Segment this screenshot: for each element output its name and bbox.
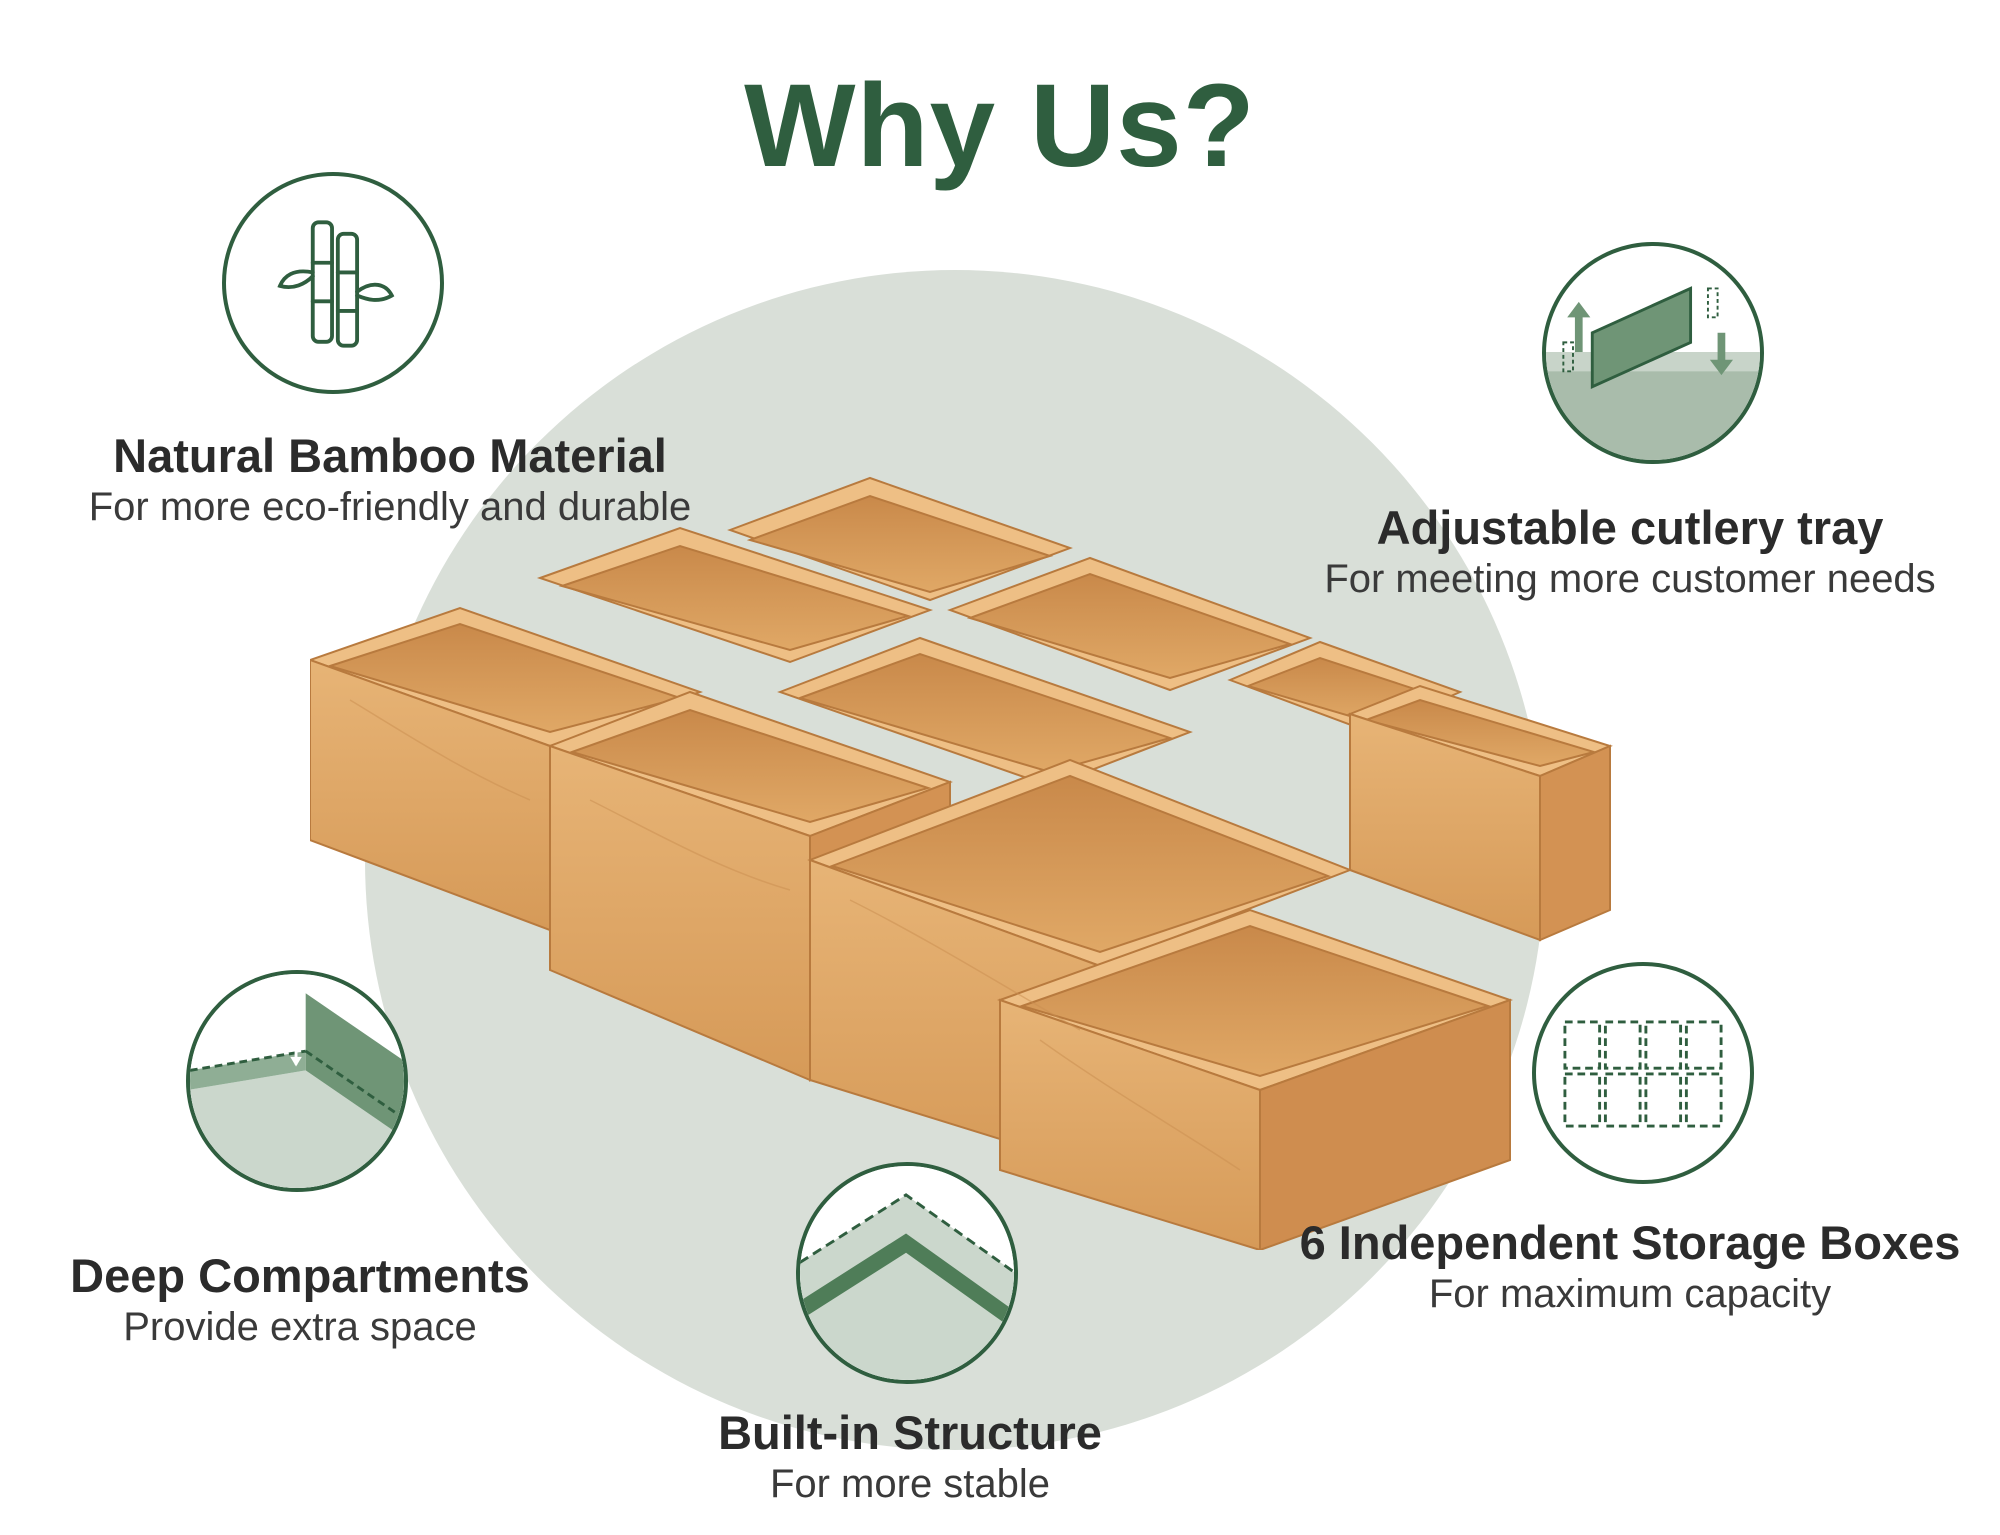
feature-subtitle: For maximum capacity	[1428, 1272, 1832, 1316]
adjustable-divider-icon	[1546, 286, 1760, 460]
feature-title: Natural Bamboo Material	[113, 429, 667, 482]
feature-title: Built-in Structure	[718, 1406, 1102, 1459]
depth-measure-icon: 2.5 in	[190, 974, 404, 1188]
depth-measure-icon-circle: 2.5 in	[186, 970, 408, 1192]
feature-storage-boxes: 6 Independent Storage Boxes For maximum …	[1260, 1215, 2000, 1317]
feature-deep-compartments: Deep Compartments Provide extra space	[0, 1248, 600, 1350]
feature-subtitle: For more stable	[769, 1462, 1051, 1506]
page-title: Why Us?	[744, 60, 1256, 192]
bamboo-icon	[277, 220, 395, 348]
feature-subtitle: For more eco-friendly and durable	[88, 485, 692, 529]
feature-natural-bamboo: Natural Bamboo Material For more eco-fri…	[40, 428, 740, 530]
feature-title: 6 Independent Storage Boxes	[1299, 1216, 1961, 1269]
bamboo-icon-circle	[222, 172, 444, 394]
storage-boxes-icon	[1563, 1020, 1723, 1128]
corner-joint-icon-circle	[796, 1162, 1018, 1384]
adjustable-divider-icon-circle	[1542, 242, 1764, 464]
corner-joint-icon	[800, 1166, 1014, 1380]
feature-title: Deep Compartments	[70, 1249, 530, 1302]
feature-subtitle: For meeting more customer needs	[1324, 557, 1936, 601]
storage-boxes-icon-circle	[1532, 962, 1754, 1184]
feature-title: Adjustable cutlery tray	[1376, 501, 1884, 554]
feature-built-in-structure: Built-in Structure For more stable	[600, 1405, 1220, 1507]
feature-adjustable-tray: Adjustable cutlery tray For meeting more…	[1280, 500, 1980, 602]
feature-subtitle: Provide extra space	[123, 1305, 477, 1349]
bamboo-organizer-image	[306, 470, 1630, 1252]
